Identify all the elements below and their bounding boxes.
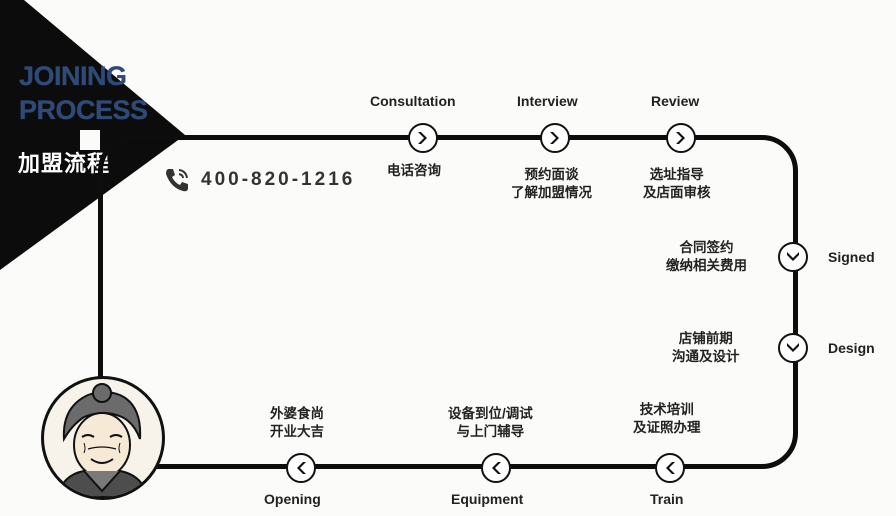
step-design-desc-line1: 店铺前期: [678, 331, 733, 346]
step-equipment-desc: 设备到位/调试 与上门辅导: [448, 405, 533, 441]
chevron-left-icon: [666, 462, 675, 474]
grandma-avatar-icon: [41, 376, 165, 500]
step-equipment-desc-line2: 与上门辅导: [456, 424, 525, 439]
step-train-desc: 技术培训 及证照办理: [633, 401, 701, 437]
step-equipment-node[interactable]: [481, 453, 511, 483]
step-consultation-label: Consultation: [370, 93, 456, 109]
step-opening-desc-line2: 开业大吉: [270, 424, 324, 439]
step-train-node[interactable]: [655, 453, 685, 483]
step-consultation-desc: 电话咨询: [387, 162, 441, 180]
title-en-line2: PROCESS: [19, 95, 148, 125]
step-design-node[interactable]: [778, 333, 808, 363]
step-interview-desc-line2: 了解加盟情况: [511, 185, 592, 200]
step-train-label: Train: [650, 491, 684, 507]
step-opening-desc: 外婆食尚 开业大吉: [270, 405, 324, 441]
chevron-left-icon: [297, 462, 306, 474]
step-signed-desc: 合同签约 缴纳相关费用: [666, 239, 747, 275]
chevron-right-icon: [676, 132, 685, 144]
step-opening-desc-line1: 外婆食尚: [270, 406, 324, 421]
step-signed-desc-line1: 合同签约: [679, 240, 734, 255]
chevron-right-icon: [418, 132, 427, 144]
track-gap: [80, 130, 100, 150]
step-consultation-node[interactable]: [408, 123, 438, 153]
step-review-node[interactable]: [666, 123, 696, 153]
step-review-desc: 选址指导 及店面审核: [643, 166, 711, 202]
step-review-desc-line2: 及店面审核: [643, 185, 711, 200]
phone-icon: [166, 169, 188, 192]
phone-number: 400-820-1216: [201, 169, 356, 190]
process-track: [98, 135, 798, 469]
step-review-label: Review: [651, 93, 700, 109]
step-train-desc-line1: 技术培训: [639, 402, 694, 417]
step-signed-node[interactable]: [778, 242, 808, 272]
step-equipment-desc-line1: 设备到位/调试: [448, 406, 533, 421]
chevron-left-icon: [492, 462, 501, 474]
step-interview-label: Interview: [517, 93, 578, 109]
step-design-label: Design: [828, 340, 875, 356]
step-opening-node[interactable]: [286, 453, 316, 483]
step-interview-desc-line1: 预约面谈: [524, 167, 579, 182]
phone-contact[interactable]: 400-820-1216: [163, 166, 355, 194]
step-design-desc: 店铺前期 沟通及设计: [672, 330, 740, 366]
chevron-right-icon: [550, 132, 559, 144]
step-design-desc-line2: 沟通及设计: [672, 349, 740, 364]
title-en-line1: JOINING: [19, 61, 127, 91]
step-interview-node[interactable]: [540, 123, 570, 153]
step-consultation-desc-line1: 电话咨询: [387, 163, 441, 178]
title-zh: 加盟流程: [18, 151, 111, 176]
step-signed-label: Signed: [828, 249, 875, 265]
step-signed-desc-line2: 缴纳相关费用: [666, 258, 747, 273]
step-review-desc-line1: 选址指导: [649, 167, 704, 182]
step-interview-desc: 预约面谈 了解加盟情况: [511, 166, 592, 202]
step-equipment-label: Equipment: [451, 491, 524, 507]
step-train-desc-line2: 及证照办理: [633, 420, 701, 435]
chevron-down-icon: [787, 252, 799, 261]
step-opening-label: Opening: [264, 491, 321, 507]
chevron-down-icon: [787, 343, 799, 352]
